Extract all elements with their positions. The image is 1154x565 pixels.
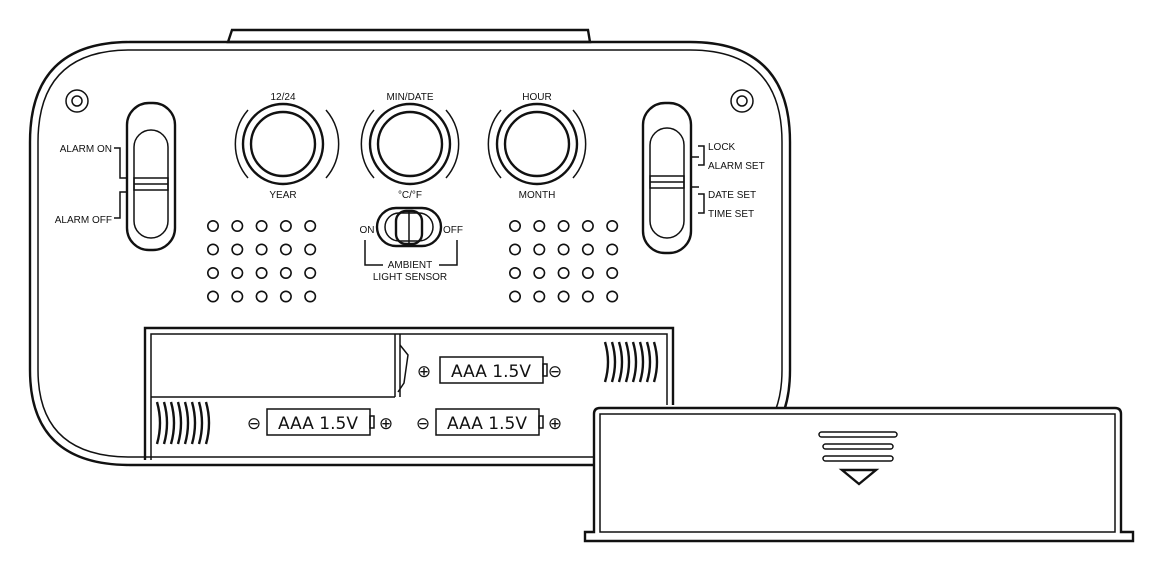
- speaker-grille-left: [207, 220, 317, 303]
- mode-switch[interactable]: [641, 101, 693, 255]
- speaker-hole: [231, 243, 244, 256]
- knob2-top-label: MIN/DATE: [386, 92, 433, 103]
- screw-hole-left: [65, 89, 89, 113]
- speaker-hole: [255, 220, 268, 233]
- knob1-bottom-label: YEAR: [269, 190, 296, 201]
- speaker-hole: [231, 266, 244, 279]
- spring-top-right: [603, 341, 659, 383]
- speaker-hole: [207, 220, 220, 233]
- speaker-hole: [557, 243, 570, 256]
- battery-3-label: AAA 1.5V: [447, 414, 527, 434]
- battery-1-label: AAA 1.5V: [451, 362, 531, 382]
- speaker-hole: [581, 266, 594, 279]
- speaker-hole: [207, 243, 220, 256]
- knob2-bottom-label: °C/°F: [398, 190, 422, 201]
- battery-3-left-terminal: ⊖: [416, 414, 430, 434]
- speaker-hole: [508, 220, 521, 233]
- battery-2-label: AAA 1.5V: [278, 414, 358, 434]
- sensor-on-label: ON: [360, 225, 375, 236]
- speaker-hole: [279, 243, 292, 256]
- speaker-hole: [255, 243, 268, 256]
- speaker-hole: [304, 220, 317, 233]
- speaker-hole: [606, 290, 619, 303]
- knob3-bottom-label: MONTH: [519, 190, 556, 201]
- speaker-hole: [606, 220, 619, 233]
- lock-label: LOCK: [708, 142, 736, 153]
- alarm-switch[interactable]: [125, 101, 177, 252]
- speaker-hole: [207, 266, 220, 279]
- speaker-hole: [231, 290, 244, 303]
- screw-hole-right: [730, 89, 754, 113]
- speaker-hole: [231, 220, 244, 233]
- speaker-hole: [581, 243, 594, 256]
- battery-1: [439, 356, 548, 384]
- speaker-hole: [557, 220, 570, 233]
- speaker-hole: [581, 290, 594, 303]
- speaker-hole: [304, 290, 317, 303]
- sensor-title-line2: LIGHT SENSOR: [373, 272, 447, 283]
- battery-1-right-terminal: ⊖: [548, 362, 562, 382]
- battery-2: [266, 408, 375, 436]
- alarm-on-label: ALARM ON: [60, 144, 112, 155]
- date-set-label: DATE SET: [708, 190, 756, 201]
- speaker-hole: [606, 243, 619, 256]
- time-set-label: TIME SET: [708, 209, 754, 220]
- battery-2-left-terminal: ⊖: [247, 414, 261, 434]
- speaker-hole: [279, 290, 292, 303]
- speaker-hole: [557, 290, 570, 303]
- battery-cover-grip[interactable]: [818, 431, 898, 462]
- speaker-hole: [533, 266, 546, 279]
- speaker-hole: [279, 266, 292, 279]
- battery-3-right-terminal: ⊕: [548, 414, 562, 434]
- speaker-hole: [304, 243, 317, 256]
- battery-3: [435, 408, 544, 436]
- speaker-hole: [508, 243, 521, 256]
- speaker-hole: [279, 220, 292, 233]
- knob-min-date[interactable]: [360, 102, 460, 186]
- knob3-top-label: HOUR: [522, 92, 551, 103]
- alarm-off-label: ALARM OFF: [55, 215, 112, 226]
- knob-hour-month[interactable]: [487, 102, 587, 186]
- knob1-top-label: 12/24: [270, 92, 295, 103]
- speaker-hole: [255, 266, 268, 279]
- speaker-hole: [533, 243, 546, 256]
- knob-12-24-year[interactable]: [234, 102, 340, 186]
- battery-2-right-terminal: ⊕: [379, 414, 393, 434]
- battery-1-left-terminal: ⊕: [417, 362, 431, 382]
- speaker-grille-right: [508, 220, 619, 303]
- speaker-hole: [207, 290, 220, 303]
- sensor-title-line1: AMBIENT: [388, 260, 432, 271]
- speaker-hole: [533, 290, 546, 303]
- speaker-hole: [508, 290, 521, 303]
- open-arrow-icon: [838, 468, 880, 486]
- speaker-hole: [255, 290, 268, 303]
- speaker-hole: [606, 266, 619, 279]
- ambient-light-sensor-switch[interactable]: [375, 206, 443, 248]
- battery-cover[interactable]: [583, 406, 1135, 543]
- speaker-hole: [533, 220, 546, 233]
- battery-compartment: [143, 326, 675, 460]
- alarm-set-label: ALARM SET: [708, 161, 765, 172]
- speaker-hole: [508, 266, 521, 279]
- speaker-hole: [304, 266, 317, 279]
- spring-bottom-left: [155, 401, 211, 445]
- sensor-off-label: OFF: [443, 225, 463, 236]
- speaker-hole: [581, 220, 594, 233]
- speaker-hole: [557, 266, 570, 279]
